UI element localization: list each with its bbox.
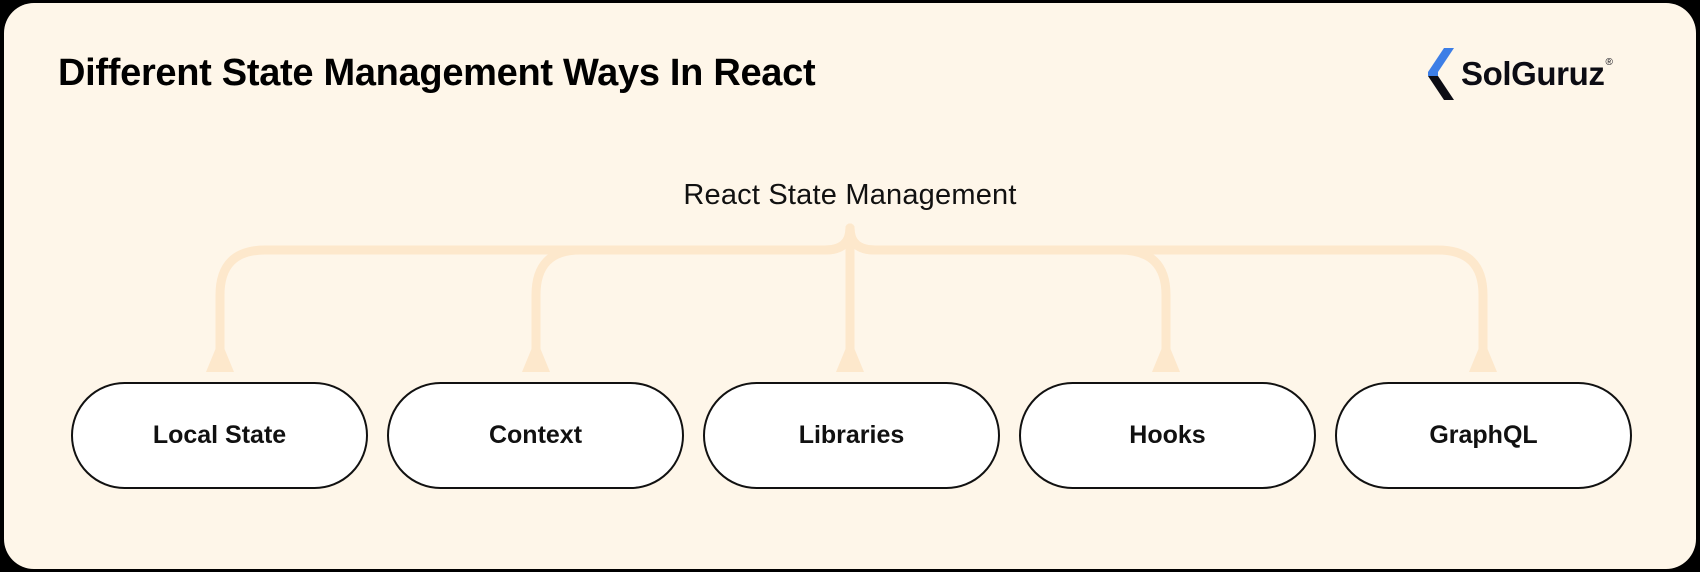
node-label: Context [488, 421, 583, 449]
brand-logo: SolGuruz ® [1424, 48, 1613, 100]
brand-name: SolGuruz [1461, 55, 1605, 92]
node-libraries[interactable]: Libraries [703, 382, 1000, 489]
up-arrow-icon [522, 338, 550, 372]
up-arrow-icon [206, 338, 234, 372]
up-arrow-icon [836, 338, 864, 372]
node-hooks[interactable]: Hooks [1019, 382, 1316, 489]
node-label: Libraries [798, 421, 905, 449]
connector-context [531, 223, 855, 355]
registered-mark: ® [1605, 56, 1613, 68]
up-arrow-icon [1152, 338, 1180, 372]
connector-graphql [845, 223, 1488, 355]
node-label: Hooks [1129, 421, 1206, 449]
node-local-state[interactable]: Local State [71, 382, 368, 489]
page-title: Different State Management Ways In React [58, 52, 816, 94]
node-graphql[interactable]: GraphQL [1335, 382, 1632, 489]
node-label: GraphQL [1429, 421, 1538, 449]
solguruz-logo-icon [1428, 48, 1454, 100]
node-context[interactable]: Context [387, 382, 684, 489]
up-arrow-icon [1469, 338, 1497, 372]
root-node-label: React State Management [683, 179, 1017, 211]
node-label: Local State [152, 421, 287, 449]
